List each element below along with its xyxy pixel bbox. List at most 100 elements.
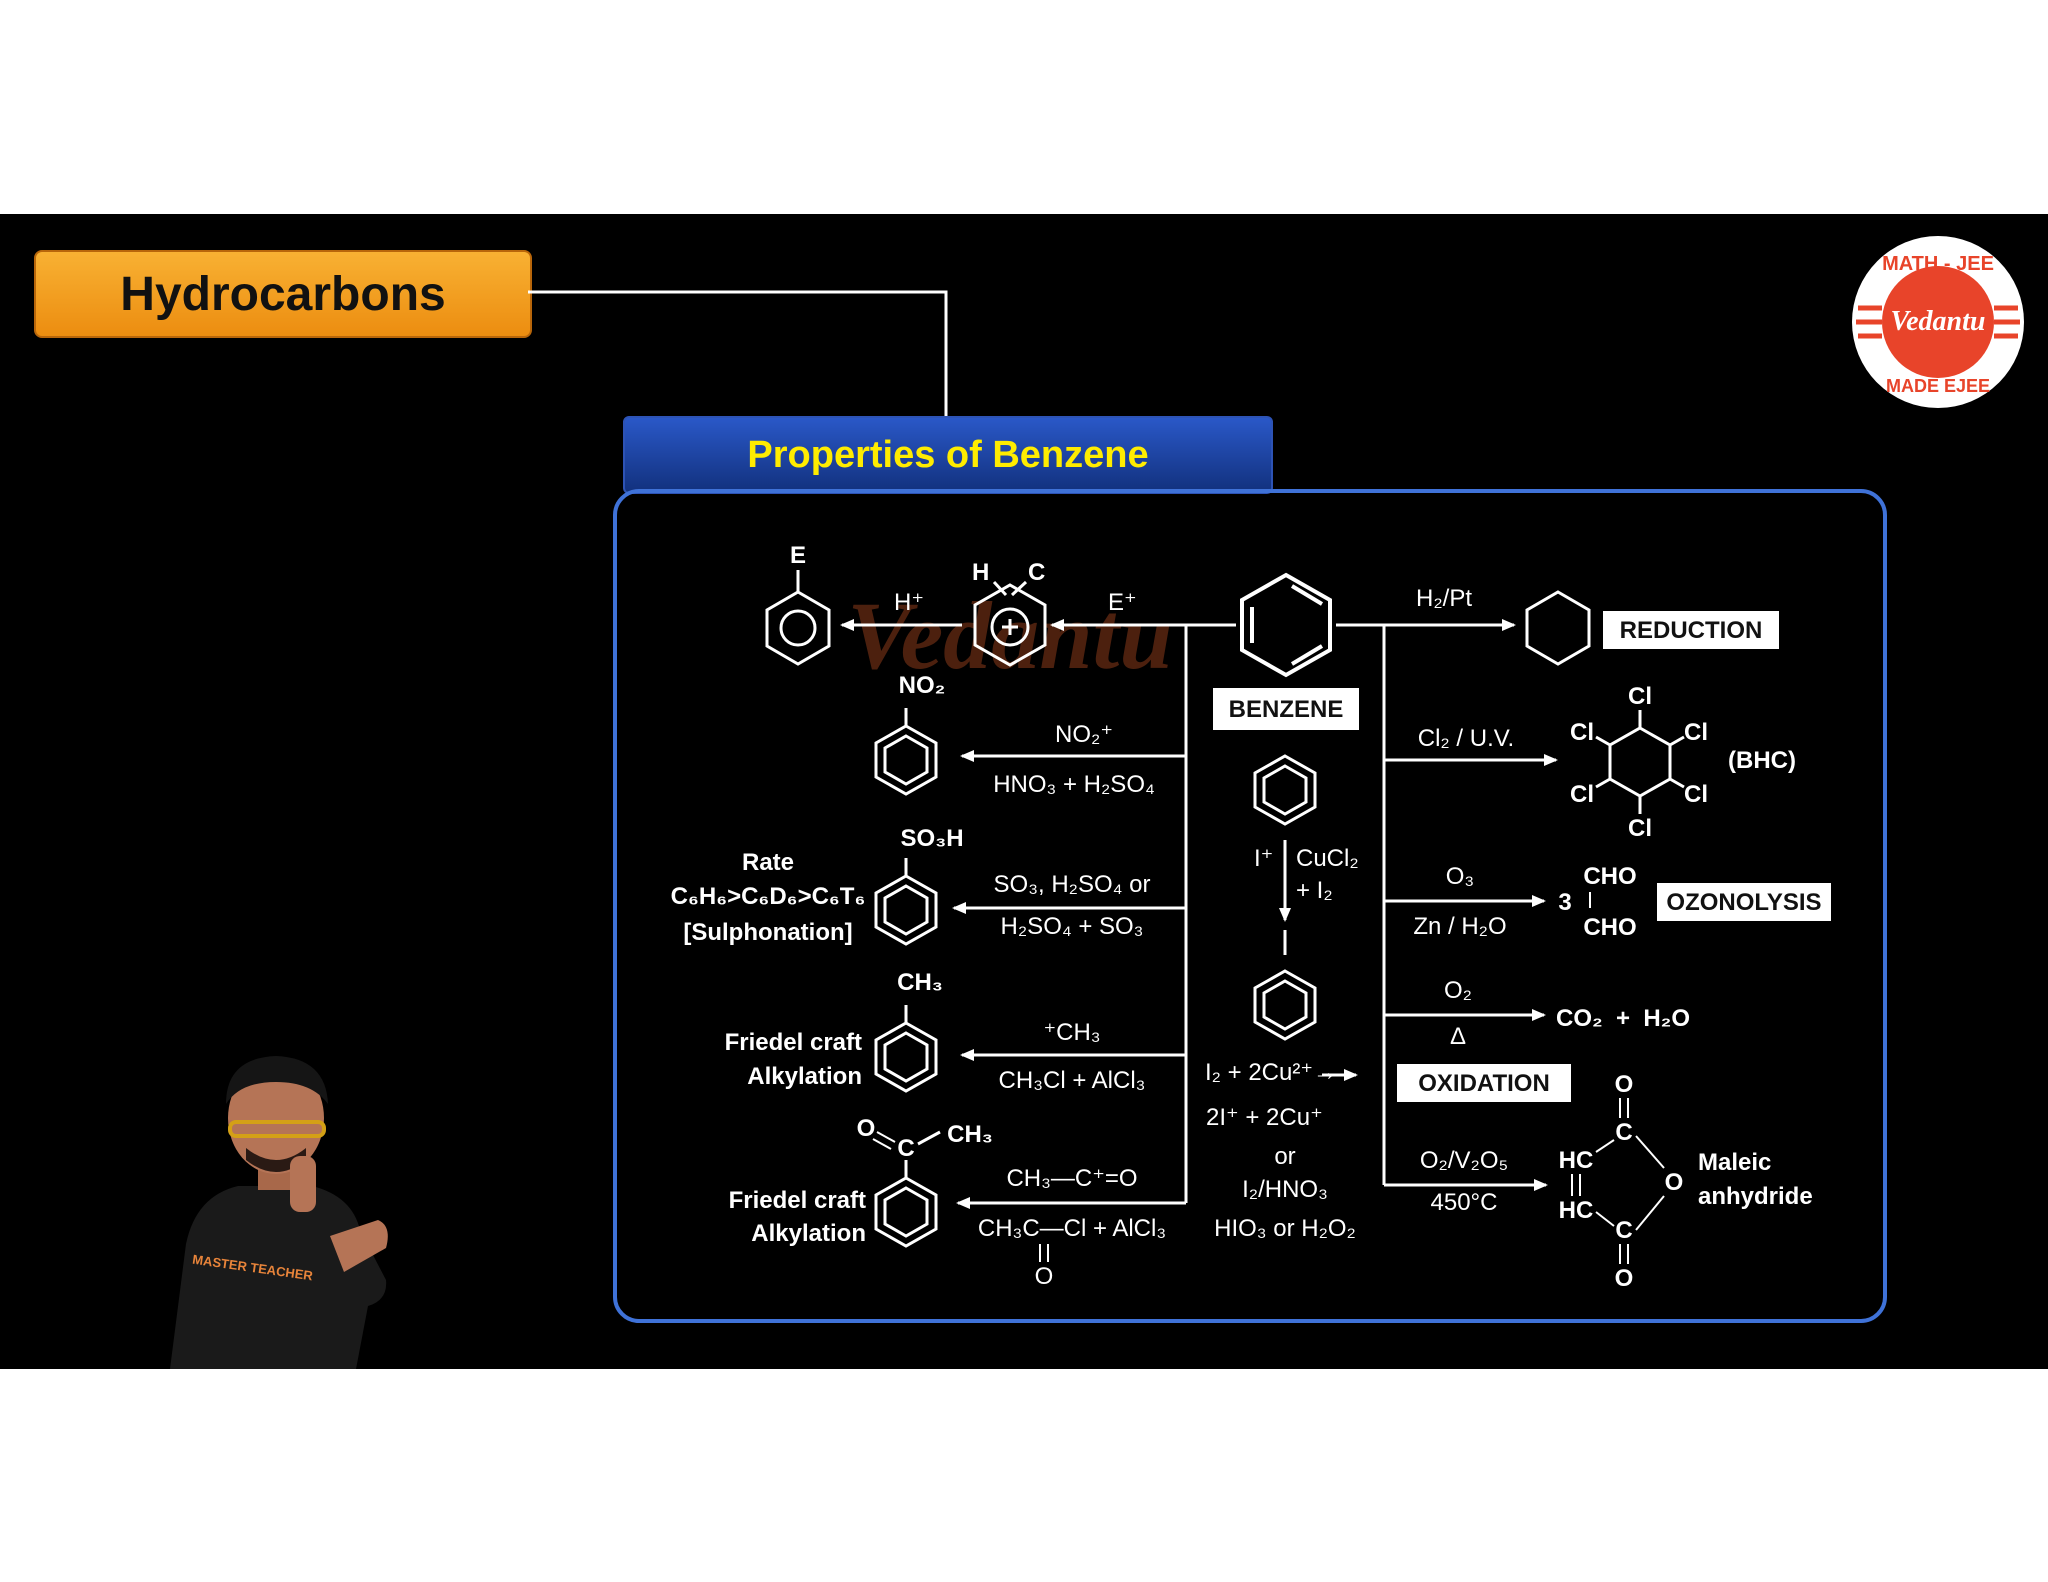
ch3-group: CH₃ <box>897 969 943 996</box>
benzene-main <box>1240 572 1332 678</box>
logo-bottom-text: MADE EJEE <box>1886 376 1990 396</box>
ozonolysis-reagent-top: O₃ <box>1446 863 1474 890</box>
acylation-reagent-top: CH₃—C⁺=O <box>1006 1165 1137 1192</box>
logo-top-text: MATH - JEE <box>1882 253 1994 275</box>
rate-note-3: [Sulphonation] <box>683 919 852 946</box>
bhc-reagent: Cl₂ / U.V. <box>1418 725 1514 752</box>
ozonolysis-coefficient: 3 <box>1558 889 1571 916</box>
oxidation-products: CO₂ + H₂O <box>1556 1005 1690 1032</box>
iodine-line-5: HIO₃ or H₂O₂ <box>1214 1215 1356 1242</box>
maleic-reagent-bottom: 450°C <box>1431 1189 1498 1216</box>
acylation-name-1: Friedel craft <box>729 1187 866 1214</box>
substituted-product <box>765 590 831 666</box>
acyl-reagent-o: O <box>1035 1263 1054 1290</box>
bhc-bond-bl <box>1595 777 1611 789</box>
acyl-ch3: CH₃ <box>947 1121 993 1148</box>
nitration-reagent-top: NO₂⁺ <box>1055 721 1113 748</box>
e-plus-label: E⁺ <box>1108 589 1137 616</box>
page-title: Hydrocarbons <box>120 267 446 321</box>
acyl-o: O <box>857 1115 876 1142</box>
bhc-cl-tl: Cl <box>1570 719 1594 746</box>
iodine-line-4: I₂/HNO₃ <box>1242 1176 1328 1203</box>
iodobenzene <box>1253 969 1317 1041</box>
bhc-cl-tr: Cl <box>1684 719 1708 746</box>
cyclohexane <box>1525 590 1591 666</box>
content-panel <box>613 489 1887 1323</box>
vedantu-logo: MATH - JEE Vedantu MADE EJEE <box>1852 236 2024 408</box>
subtitle-badge: Properties of Benzene <box>623 416 1273 494</box>
reduction-label: REDUCTION <box>1620 617 1763 644</box>
acylation-reagent-bottom: CH₃C—Cl + AlCl₃ <box>978 1215 1166 1242</box>
acyl-cc-bond <box>917 1130 941 1146</box>
maleic-o-ring: O <box>1665 1169 1684 1196</box>
sulphonation-reagent-top: SO₃, H₂SO₄ or <box>994 871 1151 898</box>
maleic-bond-c-o-top <box>1635 1135 1665 1169</box>
sigma-h: H <box>972 559 989 586</box>
reduction-label-box <box>1603 611 1779 649</box>
acetophenone <box>874 1176 938 1248</box>
watermark-text: Vedantu <box>847 582 1172 689</box>
oxidation-reagent-bottom: Δ <box>1450 1023 1466 1050</box>
toluene <box>874 1021 938 1093</box>
maleic-hc-bottom: HC <box>1559 1197 1594 1224</box>
benzene-label-box <box>1213 688 1359 730</box>
bhc-ring <box>1608 726 1672 798</box>
sigma-bond-1 <box>992 580 1008 597</box>
section-title: Properties of Benzene <box>747 433 1149 476</box>
bhc-cl-bottom: Cl <box>1628 815 1652 842</box>
sigma-c: C <box>1028 559 1045 586</box>
h-plus-label: H⁺ <box>894 589 924 616</box>
so3h-group: SO₃H <box>900 825 963 852</box>
bhc-label: (BHC) <box>1728 747 1796 774</box>
slide-background <box>0 214 2048 1369</box>
maleic-bond-hc-c-bottom <box>1595 1211 1615 1227</box>
iodine-line-1: I₂ + 2Cu²⁺→ <box>1205 1059 1337 1086</box>
acyl-co-bond-1 <box>876 1131 896 1143</box>
ozonolysis-label-box <box>1657 883 1831 921</box>
title-badge: Hydrocarbons <box>34 250 532 338</box>
no2-group: NO₂ <box>899 672 946 699</box>
bhc-cl-br: Cl <box>1684 781 1708 808</box>
maleic-o-bottom: O <box>1615 1265 1634 1292</box>
bhc-cl-bl: Cl <box>1570 781 1594 808</box>
bhc-bond-br <box>1669 777 1685 789</box>
maleic-bond-hc-c-top <box>1595 1139 1615 1153</box>
alkylation-reagent-bottom: CH₃Cl + AlCl₃ <box>999 1067 1146 1094</box>
sigma-complex <box>973 583 1047 667</box>
maleic-reagent-top: O₂/V₂O₅ <box>1420 1147 1508 1174</box>
glyoxal-cho-top: CHO <box>1583 863 1636 890</box>
acylation-name-2: Alkylation <box>751 1220 866 1247</box>
maleic-hc-top: HC <box>1559 1147 1594 1174</box>
logo-center-text: Vedantu <box>1891 306 1986 337</box>
acyl-c: C <box>897 1135 914 1162</box>
maleic-bond-c-o-bottom <box>1635 1195 1665 1231</box>
sulphonation-reagent-bottom: H₂SO₄ + SO₃ <box>1001 913 1144 940</box>
title-connector <box>528 290 948 416</box>
iodine-line-3: or <box>1274 1143 1295 1170</box>
nitrobenzene <box>874 724 938 796</box>
reduction-reagent: H₂/Pt <box>1416 585 1472 612</box>
bhc-bond-tl <box>1595 735 1611 747</box>
product-e: E <box>790 542 806 569</box>
oxidation-label: OXIDATION <box>1418 1070 1550 1097</box>
presenter-figure: MASTER TEACHER <box>170 1056 388 1369</box>
maleic-c-top: C <box>1615 1119 1632 1146</box>
sigma-bond-2 <box>1010 580 1028 597</box>
benzene-label: BENZENE <box>1229 696 1344 723</box>
rate-note-1: Rate <box>742 849 794 876</box>
alkylation-name-2: Alkylation <box>747 1063 862 1090</box>
ozonolysis-reagent-bottom: Zn / H₂O <box>1413 913 1506 940</box>
nitration-reagent-bottom: HNO₃ + H₂SO₄ <box>993 771 1155 798</box>
alkylation-name-1: Friedel craft <box>725 1029 862 1056</box>
benzenesulphonic-acid <box>874 874 938 946</box>
reagent-cucl2: CuCl₂ <box>1296 845 1359 872</box>
iodine-line-2: 2I⁺ + 2Cu⁺ <box>1206 1104 1323 1131</box>
bhc-cl-top: Cl <box>1628 683 1652 710</box>
maleic-name-2: anhydride <box>1698 1183 1813 1210</box>
bhc-bond-tr <box>1669 735 1685 747</box>
oxidation-reagent-top: O₂ <box>1444 977 1472 1004</box>
rate-note-2: C₆H₆>C₆D₆>C₆T₆ <box>671 883 866 910</box>
maleic-c-bottom: C <box>1615 1217 1632 1244</box>
oxidation-label-box <box>1397 1064 1571 1102</box>
